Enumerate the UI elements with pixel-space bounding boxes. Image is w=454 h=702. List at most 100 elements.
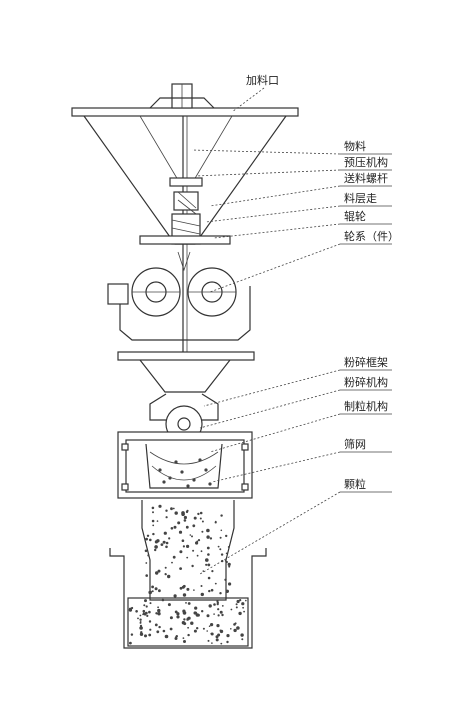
granule-dot [197, 512, 200, 516]
granule-dot [207, 563, 211, 567]
granule-dot [186, 587, 190, 591]
granule-dot [241, 602, 245, 606]
label-crush-mechanism: 粉碎机构 [344, 375, 388, 389]
granule-dot [181, 539, 185, 542]
granule-dot [241, 638, 244, 641]
granule-dot [169, 616, 173, 620]
leader-lines [191, 87, 392, 575]
granule-dot [145, 574, 148, 577]
hopper [71, 83, 299, 360]
label-granule-mechanism: 制粒机构 [344, 399, 388, 413]
granule-dot [137, 617, 139, 620]
granule-dot [172, 555, 176, 559]
granule-dot [190, 621, 194, 625]
granule-dot [144, 599, 147, 603]
granule-dot [129, 641, 132, 645]
granule-dot [224, 559, 227, 562]
granule-dot [181, 585, 185, 589]
granule-dot [192, 524, 196, 528]
granule-dot [168, 537, 171, 540]
granule-dot [152, 524, 155, 527]
granule-dot [210, 632, 214, 636]
granule-dot [174, 610, 178, 614]
granule-dot [206, 546, 210, 550]
granule-dot [139, 618, 142, 621]
granule-dot [181, 511, 185, 515]
granule-dot [217, 633, 221, 637]
granule-dot [226, 640, 229, 644]
granule-dot [164, 634, 169, 639]
granule-dot [227, 562, 231, 567]
granule-dot [157, 569, 161, 573]
label-material: 物料 [344, 139, 366, 153]
granule-dot [145, 537, 149, 541]
granule-dot [219, 629, 224, 634]
granule-dot [182, 545, 185, 548]
granule-dot [185, 525, 189, 529]
granule-dot [183, 519, 187, 522]
granule-dot [221, 613, 224, 617]
granule-dot [163, 531, 167, 535]
granule-dot [220, 642, 223, 645]
granule-dot [139, 626, 143, 630]
granule-dot [200, 585, 203, 587]
granule-dot [173, 594, 177, 598]
granule-dot [157, 606, 160, 609]
granule-dot [165, 541, 169, 545]
granule-dot [216, 603, 219, 606]
granule-dot [161, 598, 165, 602]
granule-dot [220, 553, 224, 556]
press-plate [169, 177, 203, 187]
granule-dot [157, 608, 161, 613]
granule-dot [195, 613, 199, 617]
granule-dot [217, 608, 220, 611]
granule-dot [185, 510, 189, 514]
granule-dot [183, 622, 187, 626]
granule-dot [158, 589, 161, 593]
granule-dot [158, 625, 161, 629]
granule-dot [191, 564, 194, 568]
granule-dot [208, 604, 212, 608]
granule-dot [238, 611, 242, 616]
granule-dot [235, 603, 238, 606]
granule-dot [207, 576, 211, 580]
granule-dot [139, 621, 142, 623]
granule-dot [172, 507, 175, 510]
granule-dot [148, 620, 152, 623]
granule-dot [156, 520, 159, 522]
granule-dot [233, 628, 237, 633]
granule-dot [170, 527, 174, 530]
granule-dot [167, 574, 171, 579]
granule-dot [202, 627, 205, 630]
granule-dot [236, 626, 240, 630]
granule-dot [230, 608, 233, 611]
granule-dot [170, 507, 173, 511]
granule-dot [182, 593, 187, 597]
granule-dot [149, 628, 152, 631]
granule-dot [208, 589, 211, 593]
granule-dot [193, 589, 195, 591]
granule-dot [199, 517, 202, 520]
granule-dot [183, 515, 187, 520]
granule-dot [135, 610, 138, 613]
granule-dot [205, 558, 209, 562]
label-roller: 辊轮 [344, 209, 366, 223]
granule-dot [145, 605, 148, 608]
granule-dot [154, 545, 158, 549]
granule-dot [196, 554, 199, 557]
granule-dot [157, 612, 161, 616]
granule-dot [189, 534, 192, 536]
label-roller-motor: 轮系（件） [344, 229, 399, 243]
granule-dot [139, 632, 144, 636]
granule-dot [186, 544, 190, 549]
granule-dot [187, 626, 190, 629]
granule-dot [164, 573, 167, 576]
granule-dot [206, 614, 210, 618]
granule-dot [183, 618, 186, 621]
granule-dot [206, 528, 210, 533]
granule-dot [156, 630, 160, 634]
granule-dot [151, 519, 155, 523]
granule-dot [145, 562, 148, 564]
